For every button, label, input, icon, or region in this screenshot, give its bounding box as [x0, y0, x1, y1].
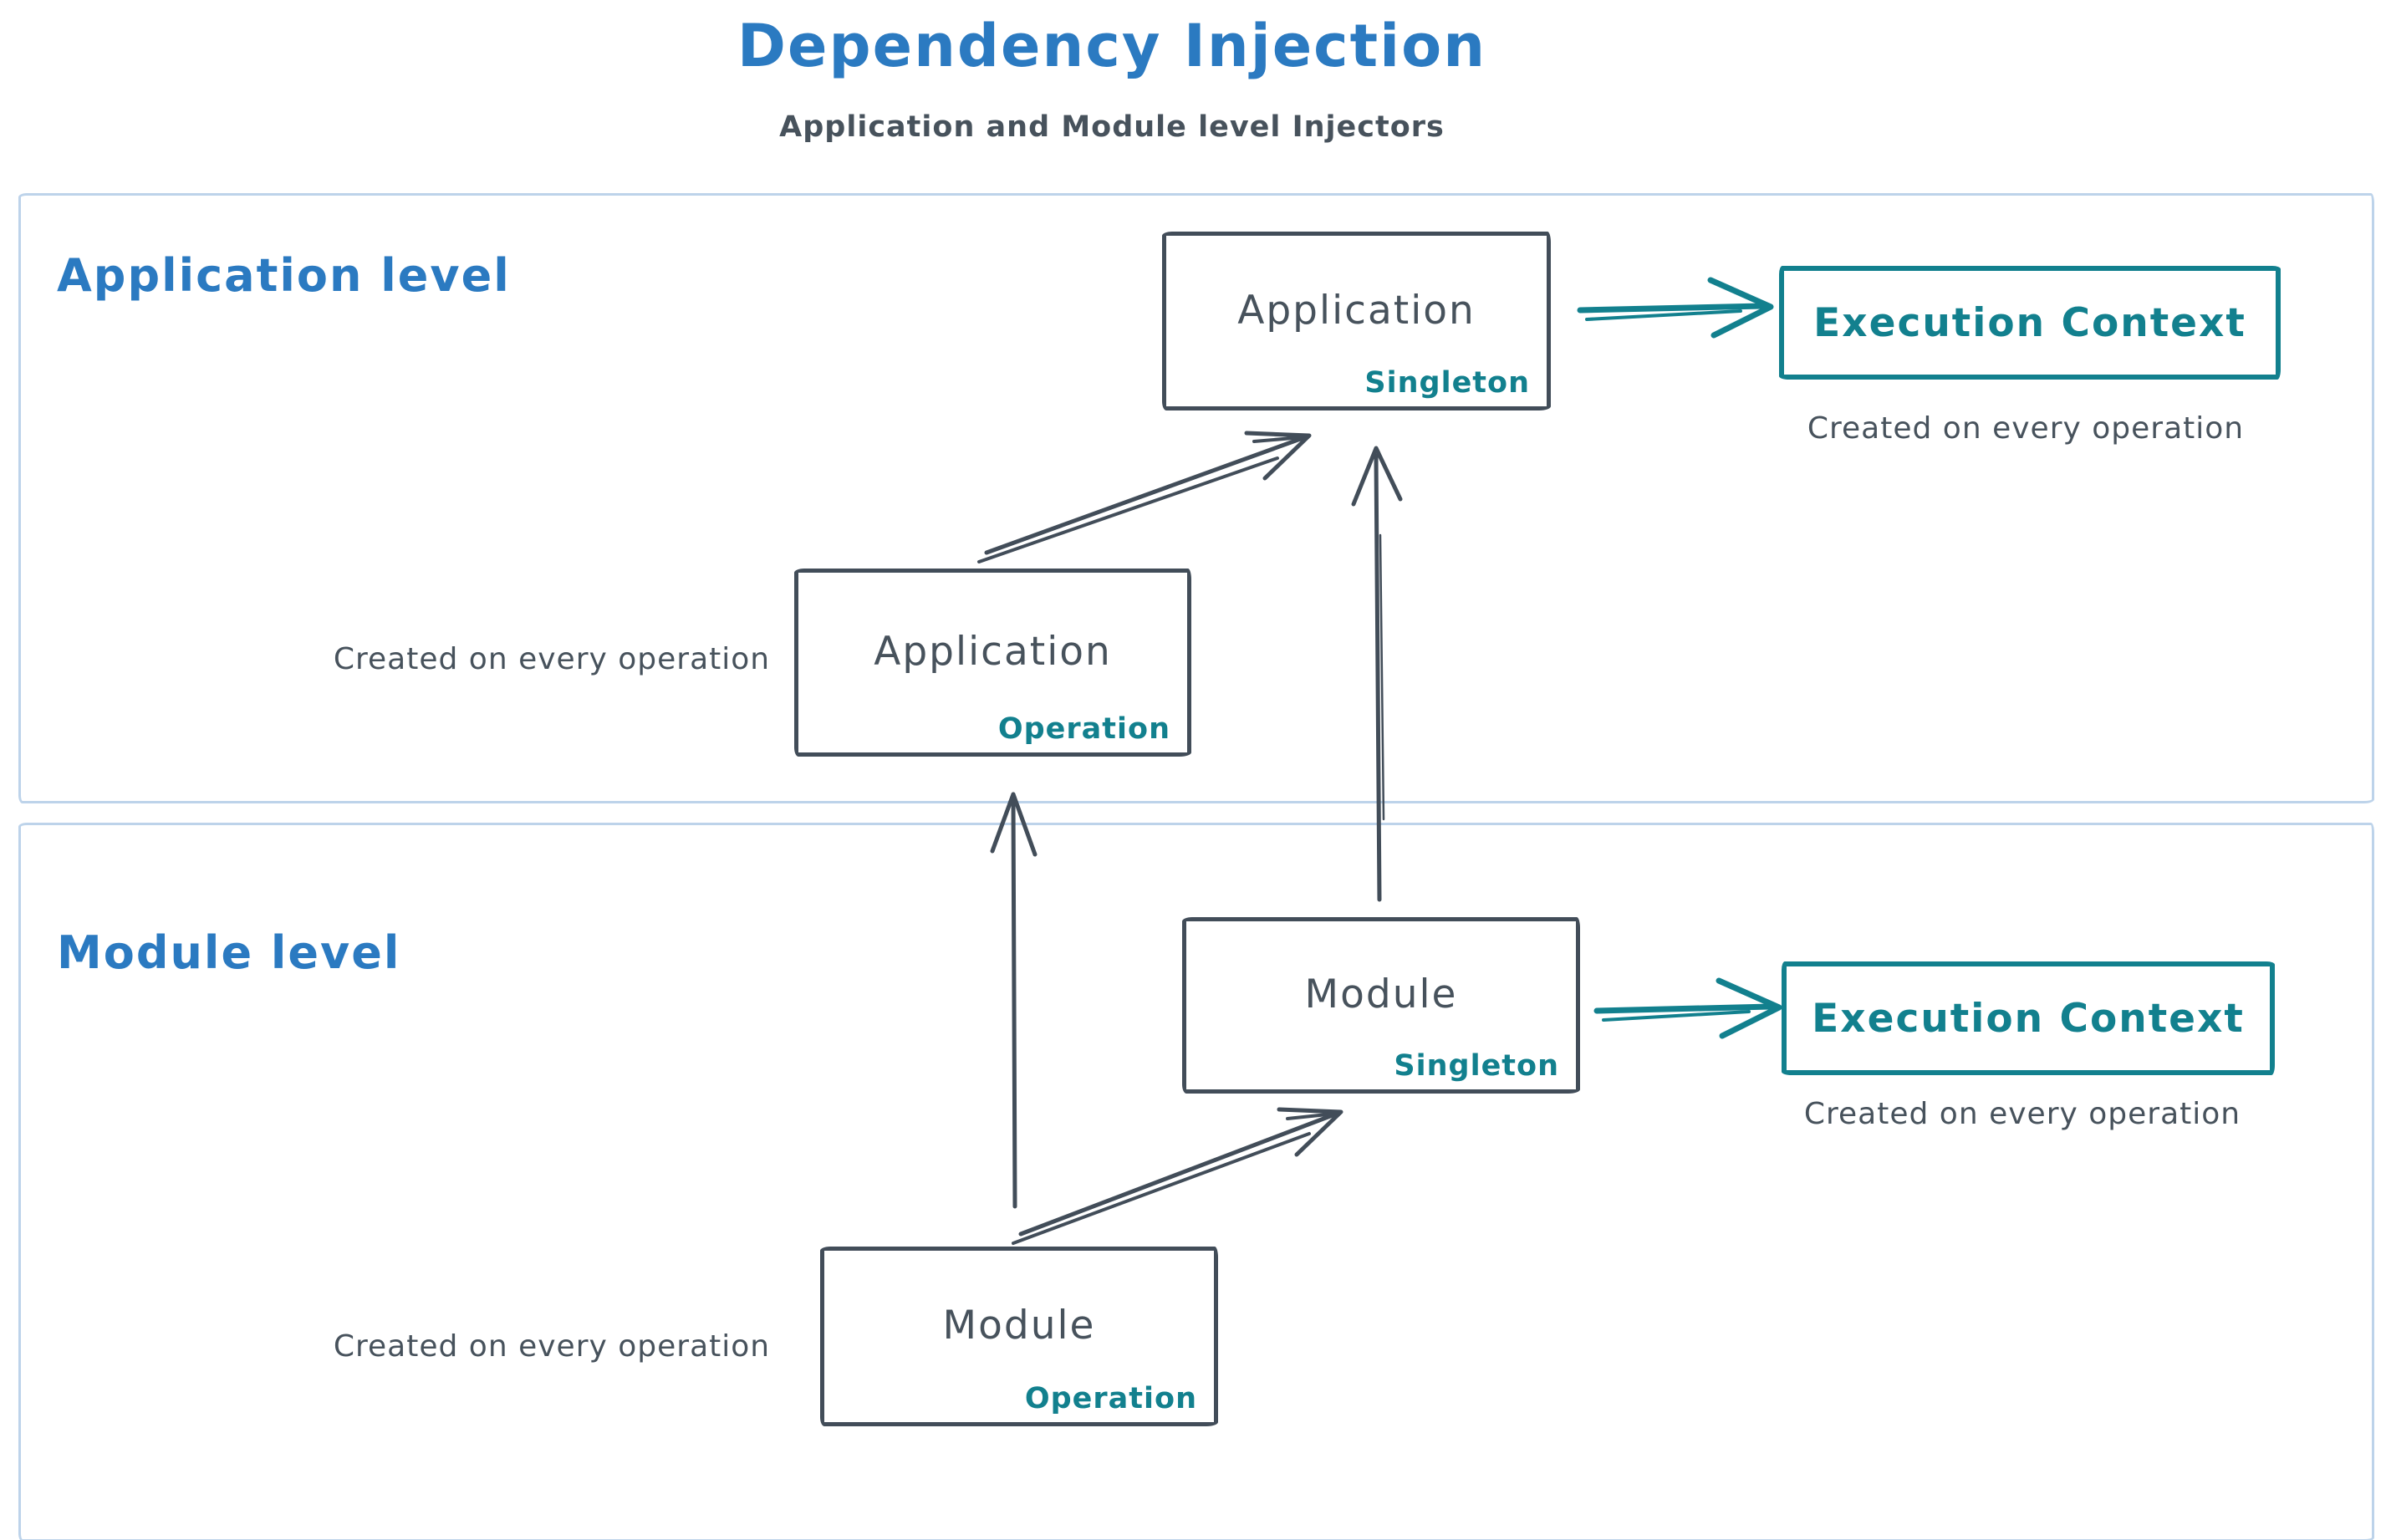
page-title: Dependency Injection: [737, 12, 1487, 80]
node-tag: Operation: [997, 712, 1170, 746]
module-level-label: Module level: [57, 926, 401, 979]
node-execution-context-module: Execution Context: [1782, 961, 2275, 1075]
node-title: Execution Context: [1813, 299, 2246, 346]
node-title: Application: [874, 629, 1112, 675]
node-title: Module: [942, 1303, 1096, 1349]
node-execution-context-application: Execution Context: [1779, 266, 2281, 380]
node-title: Module: [1304, 971, 1458, 1017]
application-level-container: [18, 193, 2374, 803]
node-module-singleton: Module Singleton: [1182, 917, 1580, 1094]
node-tag: Operation: [1024, 1382, 1197, 1415]
caption-app-operation: Created on every operation: [333, 642, 771, 676]
node-tag: Singleton: [1394, 1049, 1559, 1083]
page-subtitle: Application and Module level Injectors: [779, 110, 1445, 144]
node-tag: Singleton: [1364, 366, 1530, 400]
node-application-operation: Application Operation: [794, 569, 1191, 757]
caption-app-execution-context: Created on every operation: [1807, 411, 2245, 446]
node-title: Execution Context: [1812, 995, 2245, 1042]
node-application-singleton: Application Singleton: [1162, 232, 1551, 410]
caption-module-operation: Created on every operation: [333, 1329, 771, 1364]
node-title: Application: [1237, 287, 1476, 334]
caption-module-execution-context: Created on every operation: [1803, 1097, 2241, 1131]
application-level-label: Application level: [57, 249, 511, 302]
node-module-operation: Module Operation: [820, 1247, 1218, 1426]
